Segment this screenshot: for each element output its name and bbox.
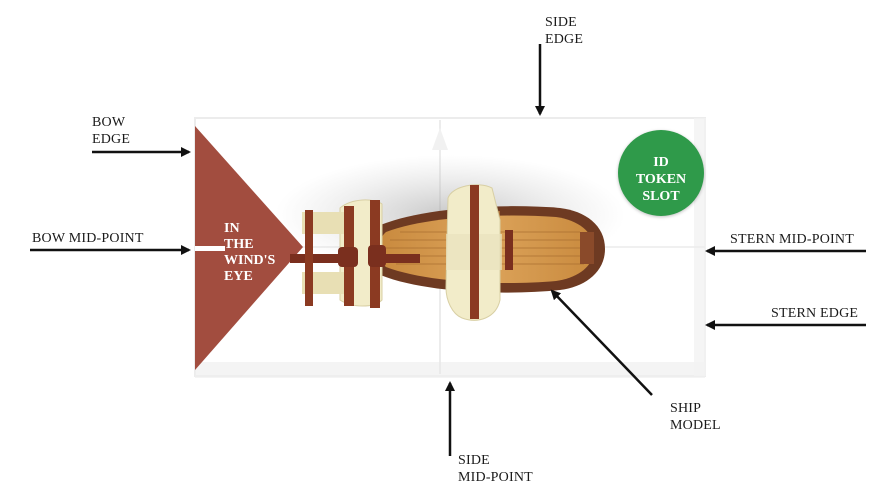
id-token-line-2: TOKEN [635, 172, 687, 187]
stern-edge-label: STERN EDGE [771, 306, 859, 321]
id-token-line-3: SLOT [642, 189, 680, 204]
ship-model-label: SHIP MODEL [670, 400, 721, 434]
side-edge-label-line-2: EDGE [545, 32, 584, 47]
bow-edge-label-line-2: EDGE [92, 132, 131, 147]
ship-model-image [290, 184, 605, 321]
wind-eye-line-2: THE [224, 237, 254, 252]
bow-midpoint-label: BOW MID-POINT [32, 231, 144, 246]
bow-midpoint-marker [195, 246, 225, 251]
wind-eye-line-3: WIND'S [224, 253, 276, 268]
ship-model-label-line-2: MODEL [670, 418, 721, 433]
bow-edge-label: BOW EDGE [92, 114, 130, 148]
wind-eye-triangle [195, 126, 303, 370]
stern-midpoint-label: STERN MID-POINT [730, 232, 854, 247]
wind-eye-line-4: EYE [224, 269, 253, 284]
wind-eye-text: IN THE WIND'S EYE [224, 221, 275, 285]
side-edge-label: SIDE EDGE [545, 14, 583, 48]
id-token-line-1: ID [653, 155, 669, 170]
side-midpoint-label: SIDE MID-POINT [458, 452, 533, 486]
ship-model-arrow [550, 289, 653, 396]
side-edge-label-line-1: SIDE [545, 15, 577, 30]
id-token-slot: ID TOKEN SLOT [618, 130, 704, 216]
side-midpoint-label-line-2: MID-POINT [458, 470, 533, 485]
ship-model-label-line-1: SHIP [670, 401, 702, 416]
wind-eye-line-1: IN [224, 221, 240, 236]
bow-edge-label-line-1: BOW [92, 115, 126, 130]
side-midpoint-label-line-1: SIDE [458, 453, 490, 468]
